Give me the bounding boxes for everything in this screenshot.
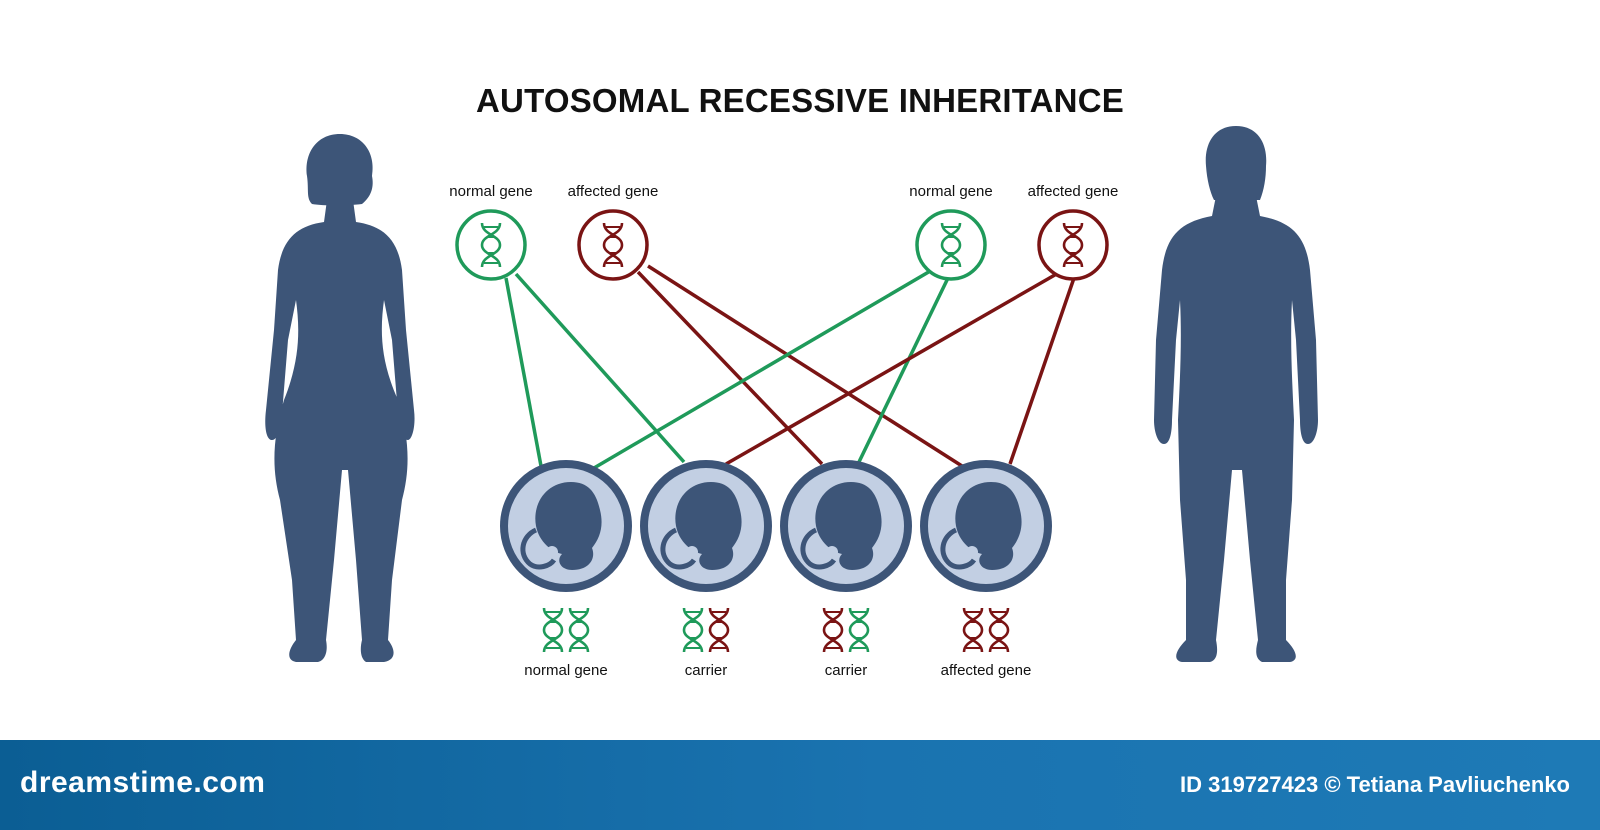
- line-father-affected-child2: [725, 270, 1061, 466]
- offspring-womb-2: [644, 464, 768, 588]
- offspring-womb-1: [504, 464, 628, 588]
- father-normal-gene: [915, 209, 987, 281]
- inheritance-lines: [504, 264, 1076, 470]
- line-father-normal-child1: [593, 268, 933, 470]
- offspring-label-2: carrier: [684, 662, 728, 679]
- offspring-4-gene-b: [988, 606, 1010, 654]
- line-father-affected-child4: [1008, 277, 1076, 465]
- mother-silhouette: [265, 134, 415, 662]
- line-mother-normal-child1: [504, 277, 543, 467]
- footer-bar: dreamstime.com ID 319727423 © Tetiana Pa…: [0, 740, 1600, 830]
- mother-affected-gene-label: affected gene: [567, 183, 659, 200]
- offspring-3-gene-b: [848, 606, 870, 654]
- father-normal-gene-label: normal gene: [909, 183, 993, 200]
- mother-normal-gene: [455, 209, 527, 281]
- offspring-genes-3: [822, 606, 870, 654]
- offspring-genes-2: [682, 606, 730, 654]
- line-mother-affected-child4: [647, 264, 963, 468]
- image-credit: ID 319727423 © Tetiana Pavliuchenko: [1180, 772, 1570, 797]
- line-mother-affected-child3: [636, 270, 824, 466]
- offspring-label-4: affected gene: [940, 662, 1032, 679]
- father-affected-gene-label: affected gene: [1027, 183, 1119, 200]
- page-title: AUTOSOMAL RECESSIVE INHERITANCE: [476, 82, 1124, 119]
- father-silhouette: [1154, 126, 1318, 662]
- line-mother-normal-child2: [514, 272, 686, 464]
- mother-normal-gene-label: normal gene: [449, 183, 533, 200]
- offspring-3-gene-a: [822, 606, 844, 654]
- offspring-womb-3: [784, 464, 908, 588]
- offspring-label-1: normal gene: [524, 662, 608, 679]
- offspring-1-gene-a: [542, 606, 564, 654]
- line-father-normal-child3: [856, 277, 950, 465]
- offspring-2-gene-a: [682, 606, 704, 654]
- offspring-genes-4: [962, 606, 1010, 654]
- offspring-womb-4: [924, 464, 1048, 588]
- offspring-2-gene-b: [708, 606, 730, 654]
- offspring-1-gene-b: [568, 606, 590, 654]
- offspring-genes-1: [542, 606, 590, 654]
- inheritance-diagram: [265, 126, 1318, 662]
- mother-affected-gene: [577, 209, 649, 281]
- offspring-4-gene-a: [962, 606, 984, 654]
- brand-logo-text[interactable]: dreamstime.com: [20, 766, 266, 799]
- offspring-label-3: carrier: [824, 662, 868, 679]
- father-affected-gene: [1037, 209, 1109, 281]
